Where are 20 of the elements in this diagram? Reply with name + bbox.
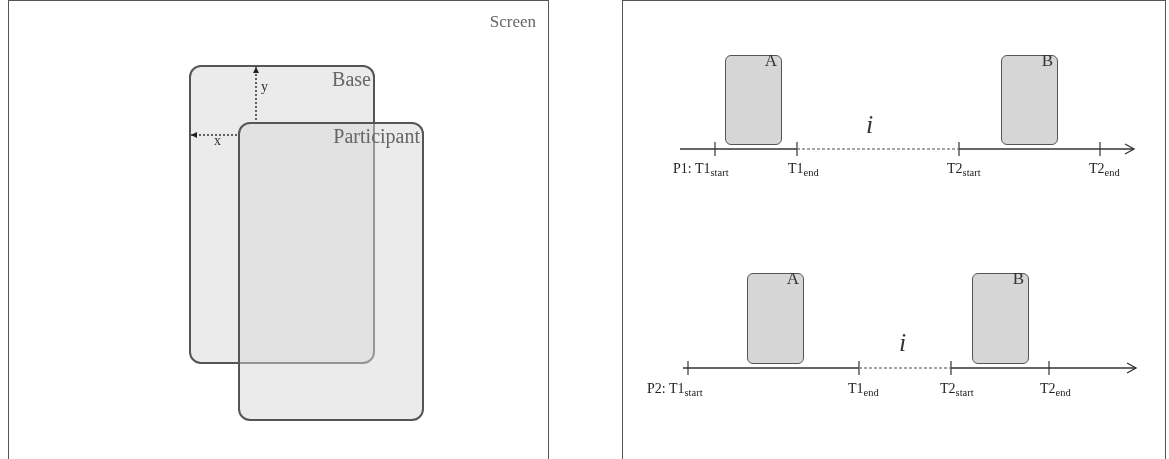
time-label: T2$_{end}$ bbox=[1040, 382, 1071, 396]
interval-label: i bbox=[899, 330, 907, 356]
node-label: A bbox=[786, 270, 799, 287]
time-label: T1$_{end}$ bbox=[788, 162, 819, 176]
time-block bbox=[747, 273, 804, 364]
time-block bbox=[725, 55, 782, 145]
axis-label: y bbox=[261, 80, 268, 94]
interval-label: i bbox=[866, 112, 874, 138]
node-label: A bbox=[764, 52, 777, 69]
time-block bbox=[1001, 55, 1058, 145]
time-block bbox=[972, 273, 1029, 364]
time-label: T2$_{end}$ bbox=[1089, 162, 1120, 176]
screen-card bbox=[238, 122, 424, 421]
node-label: Screen bbox=[489, 13, 536, 30]
node-label: B bbox=[1012, 270, 1024, 287]
time-label: T1$_{end}$ bbox=[848, 382, 879, 396]
node-label: Base bbox=[332, 69, 371, 89]
screen-panel bbox=[8, 0, 549, 459]
axis-label: x bbox=[214, 134, 221, 148]
node-label: B bbox=[1041, 52, 1053, 69]
